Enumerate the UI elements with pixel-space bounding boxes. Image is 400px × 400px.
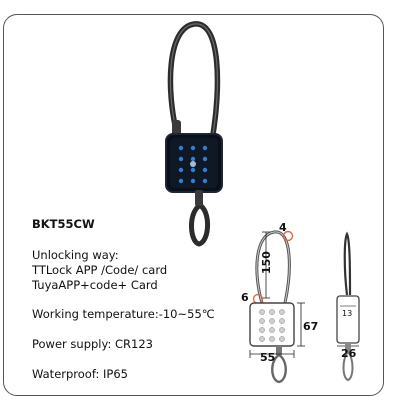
working-temperature: Working temperature:-10~55℃ (32, 307, 215, 321)
bottom-cable-loop (189, 192, 210, 247)
unlocking-title: Unlocking way: (32, 248, 119, 262)
waterproof-rating: Waterproof: IP65 (32, 367, 128, 381)
product-card (3, 14, 384, 396)
card-reader-icon (190, 161, 196, 167)
shackle-diameter-label: 6 (241, 291, 249, 304)
body-width-label: 55 (260, 351, 275, 364)
unlocking-method-2: TuyaAPP+code+ Card (32, 278, 158, 292)
body-height-label: 67 (303, 320, 318, 333)
model-name: BKT55CW (32, 217, 95, 231)
side-inner-label: 13 (342, 309, 352, 318)
cable-length-label: 150 (260, 251, 273, 274)
unlocking-method-1: TTLock APP /Code/ card (32, 263, 168, 277)
cable-highlight (282, 230, 294, 242)
keypad (178, 145, 208, 184)
cable-loop (167, 21, 221, 137)
side-body (336, 295, 360, 344)
power-supply: Power supply: CR123 (32, 337, 153, 351)
side-view-drawing: 13 26 (336, 231, 360, 382)
cable-diameter-label: 4 (279, 221, 287, 234)
side-depth-label: 26 (341, 347, 357, 360)
front-view-drawing: 4 150 6 67 55 (241, 221, 318, 384)
